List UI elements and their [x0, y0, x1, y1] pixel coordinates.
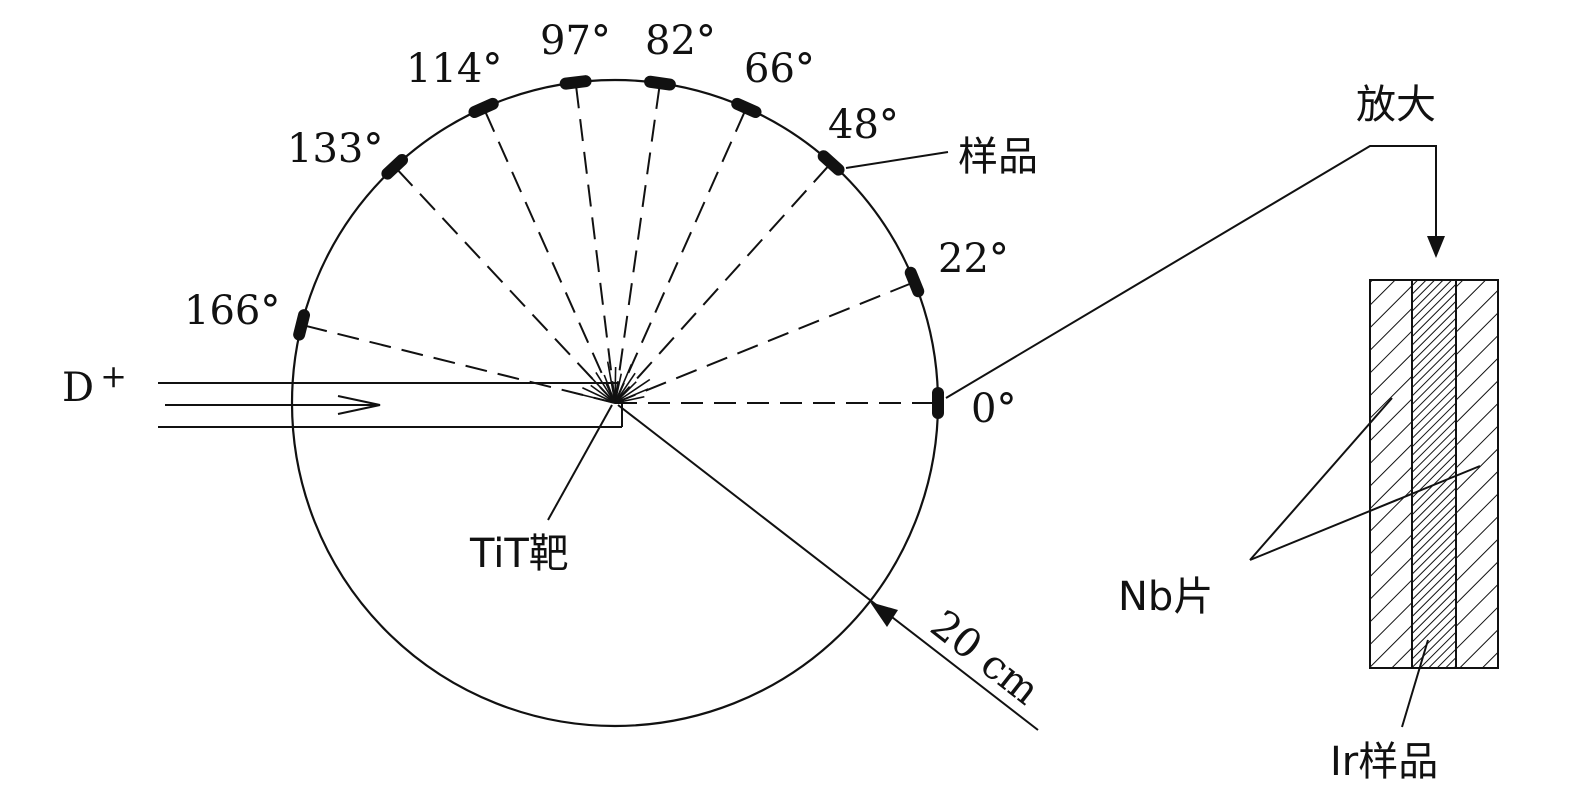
spray-ray — [603, 374, 616, 404]
sample-marker-97 — [559, 75, 592, 90]
angle-label-0: 0° — [971, 386, 1016, 432]
sample-marker-0 — [932, 387, 944, 419]
angle-label-166: 166° — [184, 288, 280, 334]
nb-foil-label: Nb片 — [1118, 574, 1213, 620]
dashed-ray-166 — [301, 323, 616, 404]
nb-pointer-lines — [1249, 397, 1481, 561]
nb-foil-left — [1369, 279, 1413, 669]
beam-label: D+ — [62, 357, 127, 411]
beam-charge: + — [100, 357, 127, 395]
dashed-ray-48 — [614, 162, 832, 404]
sample-marker-133 — [381, 153, 409, 180]
ir-pointer-line — [1401, 639, 1429, 728]
target-pointer-line — [547, 404, 613, 521]
sample-marker-166 — [293, 309, 311, 341]
angle-label-82: 82° — [645, 18, 716, 64]
spray-ray — [590, 384, 616, 404]
dashed-ray-22 — [614, 281, 915, 404]
magnified-foil-stack — [1369, 279, 1499, 669]
spray-ray — [614, 364, 633, 404]
spray-ray — [585, 371, 616, 404]
magnify-connector — [945, 145, 1437, 399]
ir-sample-label: Ir样品 — [1330, 739, 1438, 785]
angle-label-114: 114° — [406, 46, 502, 92]
angle-label-22: 22° — [938, 236, 1009, 282]
sample-label: 样品 — [958, 134, 1038, 180]
target-label: TiT靶 — [469, 531, 569, 577]
radius-label: 20 cm — [922, 602, 1048, 715]
radius-arrowhead — [870, 602, 898, 627]
magnify-arrowhead — [1427, 236, 1445, 258]
sample-marker-82 — [644, 75, 676, 91]
spray-ray — [614, 373, 623, 404]
target-spray — [574, 361, 651, 404]
dashed-rays — [301, 82, 938, 404]
angle-label-133: 133° — [287, 126, 383, 172]
spray-ray — [606, 361, 616, 404]
magnify-label: 放大 — [1356, 82, 1436, 128]
angle-label-97: 97° — [540, 18, 611, 64]
spray-ray — [614, 395, 645, 404]
dashed-ray-97 — [574, 82, 616, 404]
spray-ray — [595, 372, 616, 404]
spray-ray — [614, 366, 617, 404]
ir-sample-layer — [1411, 279, 1457, 669]
sample-marker-114 — [468, 97, 499, 118]
spray-ray — [574, 392, 616, 404]
sample-pointer-line — [845, 151, 949, 169]
dashed-ray-114 — [482, 107, 616, 404]
spray-ray — [582, 387, 616, 404]
angle-labels: 166° 133° 114° 97° 82° 66° 48° 22° 0° — [184, 18, 1016, 432]
spray-ray — [614, 388, 649, 404]
dashed-ray-66 — [614, 107, 748, 404]
angle-label-48: 48° — [828, 102, 899, 148]
sample-markers — [293, 75, 944, 419]
dashed-ray-133 — [393, 166, 616, 404]
sample-marker-66 — [731, 97, 762, 118]
sample-marker-22 — [904, 266, 925, 298]
beam-arrow — [165, 395, 381, 415]
spray-ray — [614, 381, 637, 404]
spray-ray — [614, 378, 651, 404]
radius-line — [617, 404, 1039, 731]
spray-ray — [614, 372, 636, 404]
dashed-ray-82 — [614, 83, 661, 404]
sample-marker-48 — [817, 150, 845, 176]
angle-label-66: 66° — [744, 46, 815, 92]
